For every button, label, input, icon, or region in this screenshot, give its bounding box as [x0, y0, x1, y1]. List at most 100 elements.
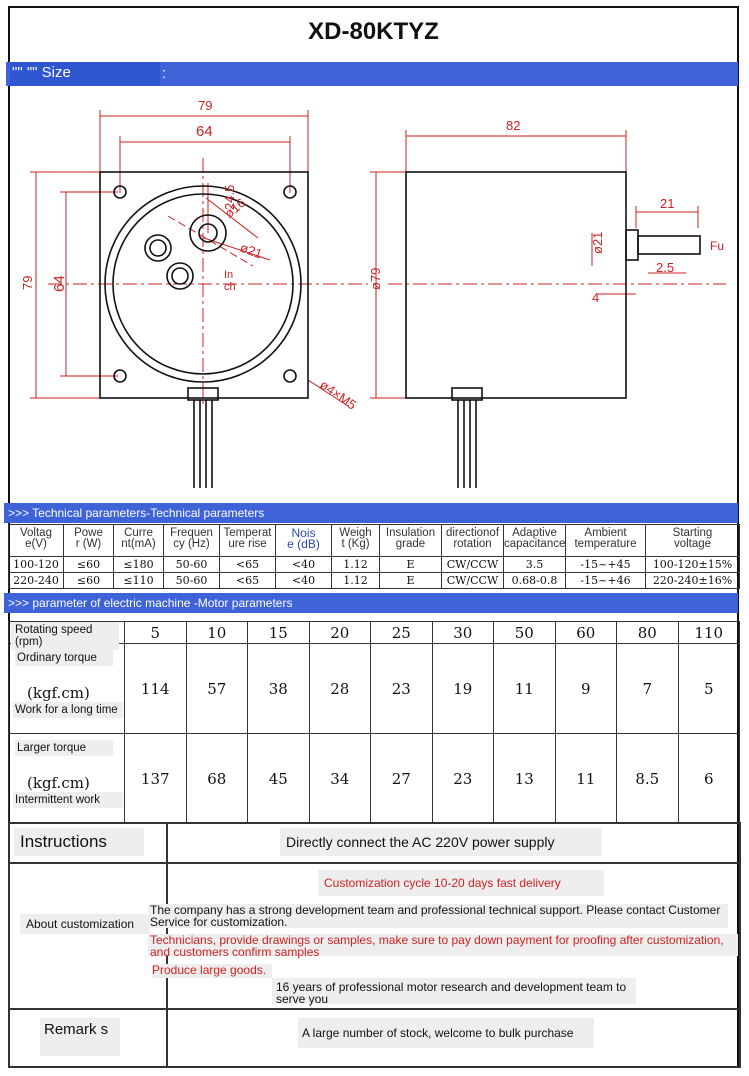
- dimension-drawing-svg: 79 64 79 64 24.5 ø16 ø21 ø4×M5 In ch 82 …: [20, 98, 726, 488]
- tech-cell: 100-120±15%: [645, 556, 740, 573]
- label-in: In: [224, 269, 233, 281]
- motor-section-bar: >>> parameter of electric machine -Motor…: [4, 593, 738, 613]
- speed-row: Rotating speed (rpm) 5 10 15 20 25 30 50…: [8, 621, 740, 650]
- larger-torque-label: Larger torque: [15, 740, 113, 756]
- speed-cell: 30: [431, 621, 494, 644]
- dim-side-shaft-dia: ø21: [590, 232, 605, 254]
- torque-cell: 11: [554, 733, 617, 824]
- remarks-text: A large number of stock, welcome to bulk…: [298, 1018, 594, 1048]
- dim-front-height-hole: 64: [51, 275, 68, 292]
- motor-params-table: Rotating speed (rpm) 5 10 15 20 25 30 50…: [8, 621, 740, 824]
- torque-cell: 38: [247, 643, 310, 734]
- customization-cycle-text: Customization cycle 10-20 days fast deli…: [318, 870, 604, 896]
- size-label: "" "" Size: [10, 62, 160, 86]
- dim-front-offset: 24.5: [222, 185, 237, 210]
- larger-torque-row: Larger torque (kgf.cm) Intermittent work…: [8, 733, 740, 824]
- tech-cell: CW/CCW: [441, 556, 504, 573]
- ordinary-torque-unit: (kgf.cm): [27, 684, 90, 702]
- torque-cell: 7: [616, 643, 679, 734]
- tech-cell: <65: [219, 572, 276, 589]
- tech-cell: 0.68-0.8: [503, 572, 566, 589]
- torque-cell: 45: [247, 733, 310, 824]
- torque-cell: 19: [431, 643, 494, 734]
- speed-cell: 80: [616, 621, 679, 644]
- larger-torque-unit: (kgf.cm): [27, 774, 90, 792]
- remarks-text-cell: A large number of stock, welcome to bulk…: [166, 1008, 741, 1068]
- speed-label-cell: Rotating speed (rpm): [8, 621, 125, 650]
- speed-cell: 60: [554, 621, 617, 644]
- dim-side-step: 4: [592, 290, 599, 305]
- customization-row: About customization Customization cycle …: [8, 862, 741, 1010]
- torque-cell: 68: [185, 733, 248, 824]
- speed-cell: 50: [493, 621, 556, 644]
- speed-cell: 15: [247, 621, 310, 644]
- dim-front-screws: ø4×M5: [317, 377, 359, 413]
- ordinary-torque-row: Ordinary torque (kgf.cm) Work for a long…: [8, 643, 740, 734]
- tech-cell: 50-60: [163, 572, 220, 589]
- larger-torque-label-cell: Larger torque (kgf.cm) Intermittent work: [8, 733, 125, 824]
- instructions-label-cell: Instructions: [8, 822, 168, 864]
- dim-side-length: 82: [506, 118, 520, 133]
- instructions-text: Directly connect the AC 220V power suppl…: [280, 828, 602, 856]
- dim-front-height-outer: 79: [20, 276, 35, 290]
- customization-produce-text: Produce large goods.: [152, 964, 272, 978]
- size-colon: :: [162, 65, 167, 82]
- dim-side-shaft-len: 21: [660, 196, 674, 211]
- instructions-row: Instructions Directly connect the AC 220…: [8, 822, 741, 864]
- tech-cell: ≤180: [113, 556, 164, 573]
- speed-cell: 10: [185, 621, 248, 644]
- remarks-label: Remark s: [40, 1018, 120, 1056]
- customization-text-cell: Customization cycle 10-20 days fast deli…: [148, 862, 741, 1010]
- speed-cell: 25: [370, 621, 433, 644]
- ordinary-torque-label-cell: Ordinary torque (kgf.cm) Work for a long…: [8, 643, 125, 734]
- dim-side-flat: 2.5: [656, 260, 674, 275]
- tech-cell: <40: [275, 572, 332, 589]
- tech-cell: ≤60: [63, 572, 114, 589]
- dim-front-width-outer: 79: [198, 98, 212, 113]
- torque-cell: 137: [124, 733, 187, 824]
- torque-cell: 34: [308, 733, 371, 824]
- remarks-label-cell: Remark s: [8, 1008, 168, 1068]
- instructions-label: Instructions: [14, 828, 144, 856]
- torque-cell: 23: [370, 643, 433, 734]
- speed-cell: 5: [124, 621, 187, 644]
- torque-cell: 57: [185, 643, 248, 734]
- torque-cell: 114: [124, 643, 187, 734]
- dim-side-body-dia: ø79: [368, 268, 383, 290]
- tech-cell: -15~+45: [565, 556, 646, 573]
- size-section-bar: "" "" Size :: [6, 62, 738, 86]
- customization-years-text: 16 years of professional motor research …: [272, 978, 636, 1005]
- torque-cell: 5: [677, 643, 740, 734]
- tech-cell: 3.5: [503, 556, 566, 573]
- customization-team-text: The company has a strong development tea…: [148, 904, 728, 928]
- instructions-text-cell: Directly connect the AC 220V power suppl…: [166, 822, 741, 864]
- speed-cell: 20: [308, 621, 371, 644]
- dimension-drawing: 79 64 79 64 24.5 ø16 ø21 ø4×M5 In ch 82 …: [8, 88, 739, 500]
- label-fu: Fu: [710, 239, 724, 253]
- torque-cell: 6: [677, 733, 740, 824]
- tech-cell: E: [379, 572, 442, 589]
- tech-cell: 50-60: [163, 556, 220, 573]
- torque-cell: 13: [493, 733, 556, 824]
- tech-data-row: 100-120 ≤60 ≤180 50-60 <65 <40 1.12 E CW…: [8, 556, 740, 573]
- tech-cell: 1.12: [331, 572, 380, 589]
- ordinary-torque-note: Work for a long time: [13, 702, 123, 718]
- remarks-row: Remark s A large number of stock, welcom…: [8, 1008, 741, 1068]
- speed-cell: 110: [677, 621, 740, 644]
- tech-cell: 220-240: [8, 572, 64, 589]
- tech-cell: ≤60: [63, 556, 114, 573]
- tech-cell: 100-120: [8, 556, 64, 573]
- tech-data-row: 220-240 ≤60 ≤110 50-60 <65 <40 1.12 E CW…: [8, 572, 740, 589]
- tech-cell: E: [379, 556, 442, 573]
